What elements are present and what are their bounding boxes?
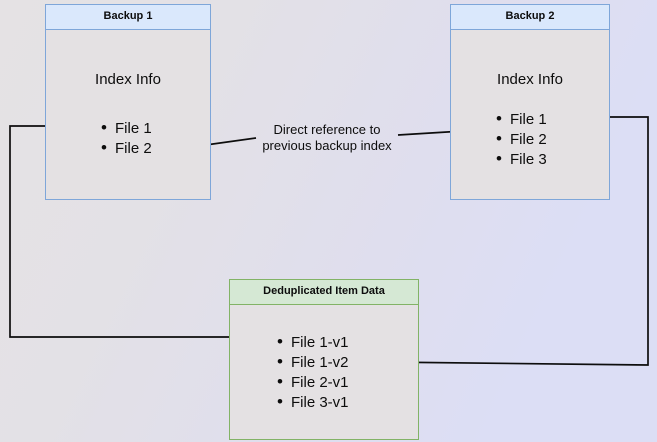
node-backup-2-header: Backup 2 [451, 5, 609, 30]
list-item: File 1-v1 [277, 332, 349, 353]
backup-2-file-list: File 1 File 2 File 3 [496, 109, 547, 170]
node-dedup-header: Deduplicated Item Data [230, 280, 418, 305]
node-backup-1[interactable]: Backup 1 Index Info File 1 File 2 [45, 4, 211, 200]
edge-label-line-1: Direct reference to [273, 122, 381, 137]
list-item: File 1 [496, 109, 547, 130]
backup-2-index-label: Index Info [497, 71, 563, 88]
list-item: File 2 [496, 129, 547, 150]
edge-label-direct-reference: Direct reference to previous backup inde… [252, 122, 402, 154]
node-backup-1-header: Backup 1 [46, 5, 210, 30]
node-dedup-body: File 1-v1 File 1-v2 File 2-v1 File 3-v1 [230, 305, 418, 439]
backup-1-file-list: File 1 File 2 [101, 118, 152, 159]
backup-1-index-label: Index Info [95, 71, 161, 88]
node-backup-2-body: Index Info File 1 File 2 File 3 [451, 30, 609, 199]
list-item: File 3 [496, 149, 547, 170]
list-item: File 1-v2 [277, 352, 349, 373]
node-deduplicated-item-data[interactable]: Deduplicated Item Data File 1-v1 File 1-… [229, 279, 419, 440]
list-item: File 2-v1 [277, 372, 349, 393]
node-backup-1-body: Index Info File 1 File 2 [46, 30, 210, 199]
list-item: File 2 [101, 138, 152, 159]
edge-label-line-2: previous backup index [262, 138, 392, 153]
list-item: File 1 [101, 118, 152, 139]
dedup-file-list: File 1-v1 File 1-v2 File 2-v1 File 3-v1 [277, 332, 349, 413]
list-item: File 3-v1 [277, 392, 349, 413]
node-backup-2[interactable]: Backup 2 Index Info File 1 File 2 File 3 [450, 4, 610, 200]
